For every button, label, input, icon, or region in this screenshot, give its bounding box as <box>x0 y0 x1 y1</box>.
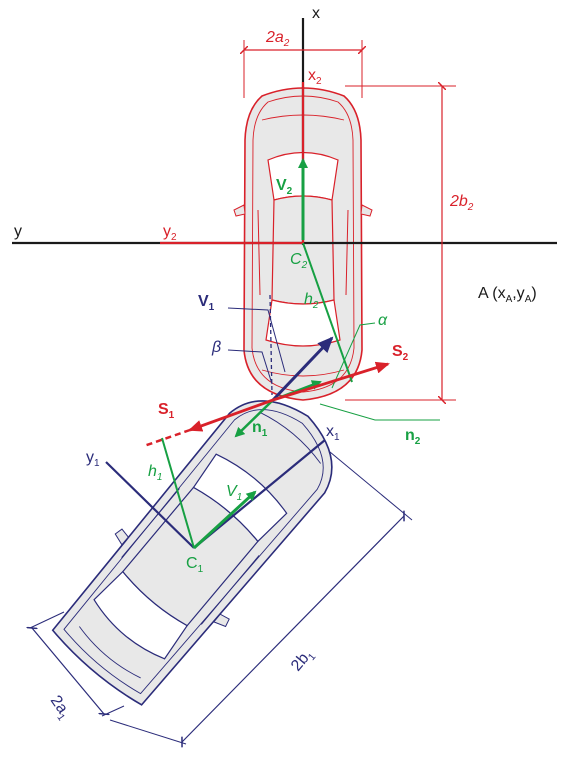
dim-2b2 <box>345 86 456 400</box>
s1-extension <box>143 428 191 448</box>
label-x2: x2 <box>308 67 322 87</box>
label-beta: β <box>211 339 221 356</box>
label-n1: n1 <box>252 419 268 439</box>
label-h2: h2 <box>304 291 319 311</box>
s1-arrow <box>188 398 274 432</box>
leader-lines <box>227 307 440 421</box>
label-v1: V1 <box>198 293 215 313</box>
label-y: y <box>14 223 22 240</box>
label-x: x <box>312 5 320 22</box>
label-2a1: 2a1 <box>44 693 74 724</box>
dim-2a2 <box>244 40 362 98</box>
label-n2: n2 <box>405 427 421 447</box>
label-2a2: 2a2 <box>265 29 290 49</box>
label-v1-car: V1 <box>226 483 242 503</box>
label-point-a: A (xA,yA) <box>478 285 537 305</box>
label-s1: S1 <box>158 401 175 421</box>
n1-arrow <box>234 399 274 438</box>
beta-dashed-line <box>269 294 273 396</box>
label-y2: y2 <box>163 223 177 243</box>
v1-arrow <box>271 336 334 402</box>
car-1 <box>51 400 333 706</box>
h2-line <box>302 242 353 383</box>
label-2b2: 2b2 <box>449 193 474 213</box>
label-2b1: 2b1 <box>288 645 319 676</box>
dim-2b1 <box>109 451 413 744</box>
dim-2a1 <box>30 611 125 717</box>
label-alpha: α <box>378 312 388 329</box>
s2-arrow <box>272 361 390 402</box>
label-y1: y1 <box>86 449 100 469</box>
label-x1: x1 <box>326 423 340 443</box>
label-s2: S2 <box>392 343 409 363</box>
label-c1: C1 <box>186 555 204 575</box>
label-h1: h1 <box>148 463 162 483</box>
label-c2: C2 <box>290 251 308 271</box>
label-v2: V2 <box>276 177 293 197</box>
